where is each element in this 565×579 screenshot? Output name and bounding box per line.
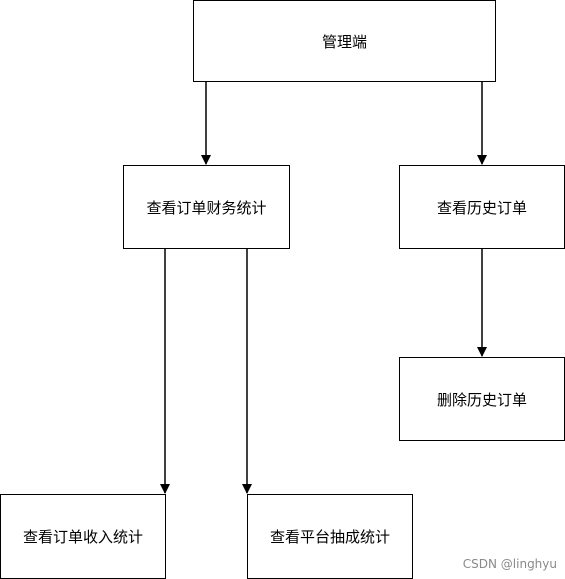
node-view-platform-commission-stats: 查看平台抽成统计 <box>247 494 413 579</box>
node-view-history-orders: 查看历史订单 <box>399 165 565 249</box>
node-label: 查看订单收入统计 <box>22 528 143 546</box>
node-label: 查看订单财务统计 <box>146 198 267 217</box>
node-label: 删除历史订单 <box>436 390 527 409</box>
node-view-order-income-stats: 查看订单收入统计 <box>0 494 166 579</box>
node-view-order-finance-stats: 查看订单财务统计 <box>123 165 290 249</box>
node-label: 查看历史订单 <box>436 198 527 217</box>
node-delete-history-orders: 删除历史订单 <box>399 357 565 441</box>
node-label: 查看平台抽成统计 <box>269 528 390 546</box>
node-label: 管理端 <box>321 32 367 51</box>
watermark: CSDN @linghyu <box>462 557 557 571</box>
node-admin-root: 管理端 <box>193 0 496 82</box>
